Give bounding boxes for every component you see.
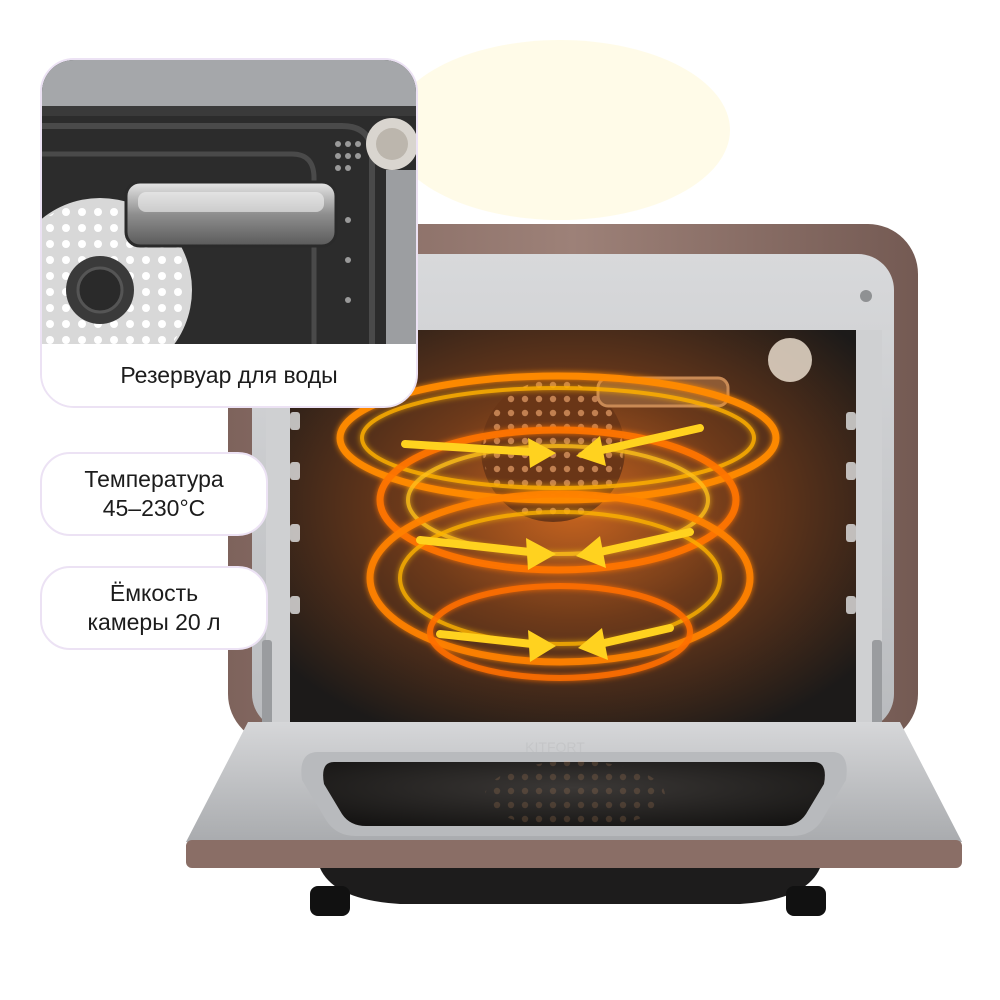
temperature-label: Температура 45–230°C	[40, 452, 268, 536]
capacity-value: камеры 20 л	[87, 609, 221, 635]
water-tank-inset: Резервуар для воды	[40, 58, 418, 408]
temperature-range: 45–230°C	[102, 495, 206, 521]
water-tank-label: Резервуар для воды	[42, 344, 416, 406]
water-tank-closeup	[42, 60, 416, 350]
temperature-title: Температура	[84, 466, 224, 492]
brand-mark: KITFORT	[525, 739, 585, 755]
capacity-title: Ёмкость	[109, 580, 199, 606]
capacity-label: Ёмкость камеры 20 л	[40, 566, 268, 650]
